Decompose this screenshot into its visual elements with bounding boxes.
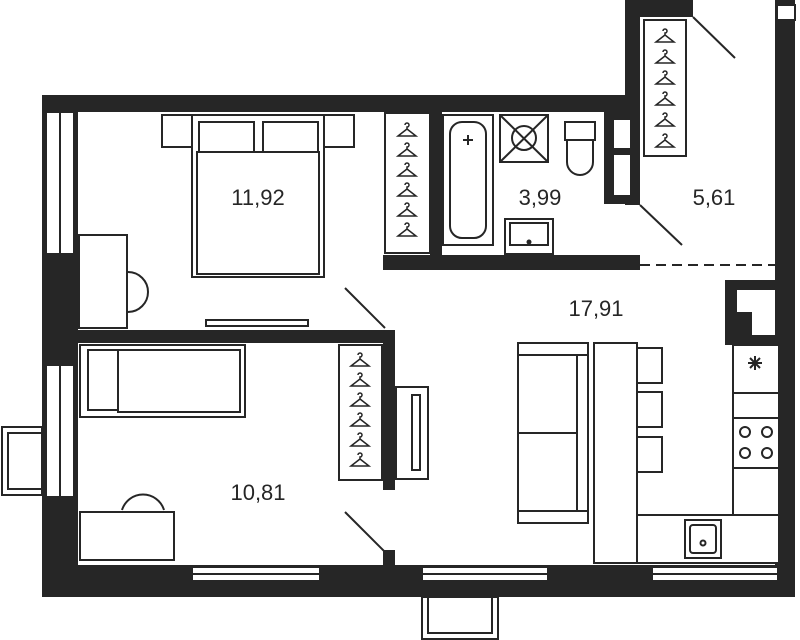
doors (344, 16, 780, 553)
wardrobe-hallway (643, 19, 687, 157)
shaft (614, 120, 630, 195)
tv-bedroom (205, 319, 309, 327)
dining-table (593, 342, 663, 564)
windows (1, 4, 796, 640)
room-area-kids-room: 10,81 (230, 480, 285, 505)
wardrobe-kids (338, 344, 383, 481)
wardrobe-bedroom (384, 112, 431, 254)
washing-machine (499, 114, 549, 163)
kitchen-counter (636, 344, 780, 564)
desk-bedroom (78, 234, 149, 329)
tv-stand (411, 394, 421, 471)
desk-kids (79, 493, 175, 561)
room-area-bathroom: 3,99 (519, 185, 562, 210)
room-area-living-kitchen: 17,91 (568, 296, 623, 321)
room-area-hallway: 5,61 (693, 185, 736, 210)
toilet (564, 121, 596, 176)
sink-bathroom (504, 218, 554, 255)
room-area-bedroom: 11,92 (231, 185, 284, 210)
bathtub (442, 114, 494, 246)
double-bed (161, 114, 355, 278)
sofa (517, 342, 589, 524)
single-bed (79, 344, 246, 418)
